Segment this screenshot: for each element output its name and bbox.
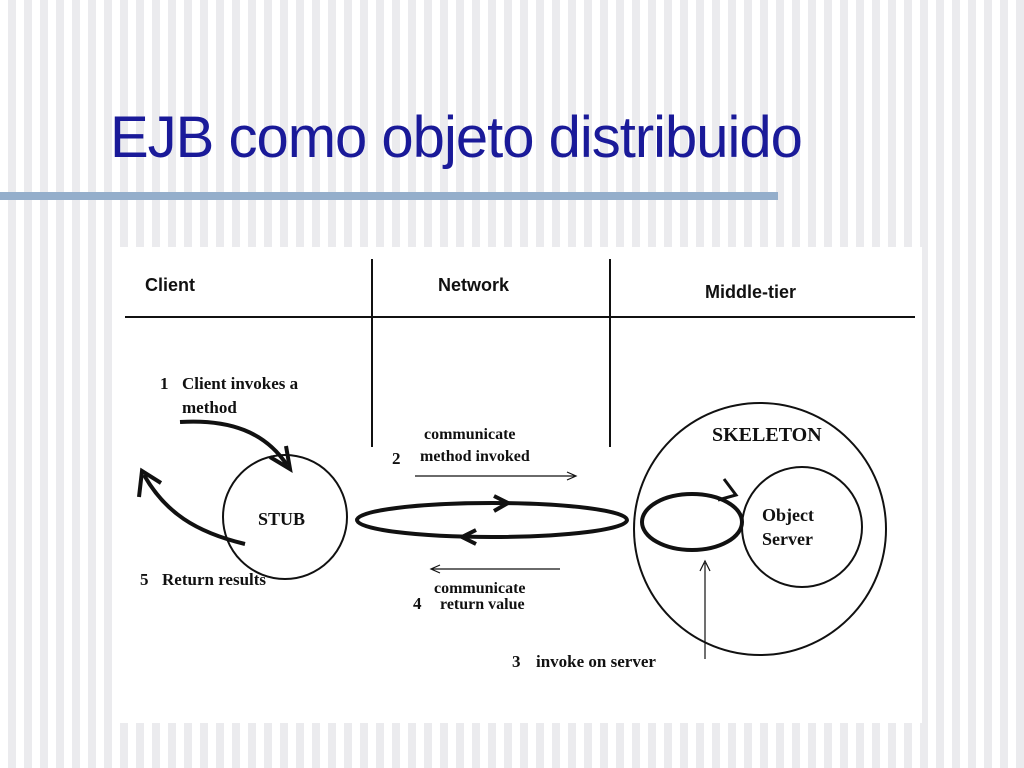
column-header-middle-tier: Middle-tier [705,282,796,302]
diagram-panel: Client Network Middle-tier 1 Client invo… [120,247,922,723]
return-arrow [142,474,246,546]
skeleton-loop-arrowhead [717,478,739,502]
invoke-server-pointer-head [699,559,711,572]
object-server-circle [741,466,863,588]
column-header-client: Client [145,275,195,295]
title-underline [0,192,778,200]
stub-label: STUB [258,509,305,529]
return-arrowhead [137,467,163,498]
step5-number: 5 [140,570,149,589]
distributed-object-diagram: Client Network Middle-tier 1 Client invo… [125,259,915,671]
slide-title: EJB como objeto distribuido [110,105,803,170]
step3-text: invoke on server [536,652,656,671]
method-invoked-pointer-head [566,471,578,481]
column-header-network: Network [438,275,510,295]
network-loop-arrowhead-forward [493,494,513,513]
step3-number: 3 [512,652,521,671]
object-server-label-line1: Object [762,505,814,525]
step4-number: 4 [413,594,422,613]
step2-line2: method invoked [420,448,530,465]
skeleton-label: SKELETON [712,424,822,446]
step5-text: Return results [162,570,266,589]
step4-line1: communicate [434,580,526,597]
step1-number: 1 [160,374,169,393]
network-loop [355,501,629,539]
skeleton-loop [640,492,744,552]
step1-line2: method [182,398,237,417]
invoke-arrowhead [268,445,293,473]
step2-line1: communicate [424,426,516,443]
stub-circle [222,454,348,580]
object-server-label-line2: Server [762,529,813,549]
step4-line2: return value [440,596,525,613]
return-value-pointer-head [429,564,441,574]
step1-line1: Client invokes a [182,374,299,393]
skeleton-circle [633,402,887,656]
step2-number: 2 [392,449,401,468]
network-loop-arrowhead-back [457,528,477,546]
